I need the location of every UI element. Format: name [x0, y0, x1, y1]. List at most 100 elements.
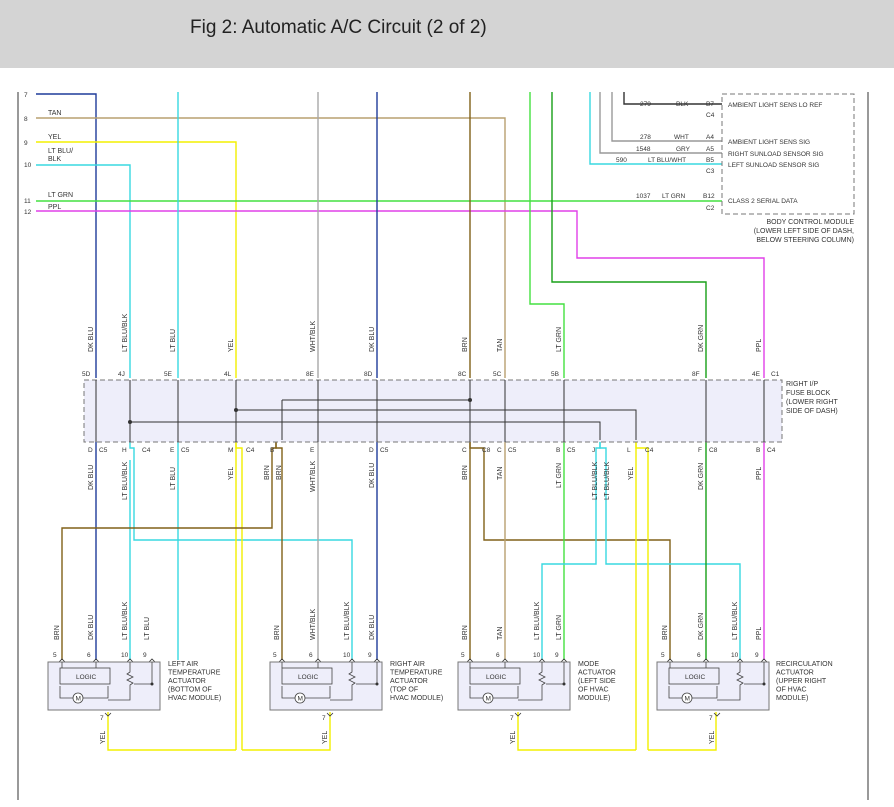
wire-label: LT BLU/: [48, 148, 73, 155]
wire-label: LT BLU: [170, 329, 177, 352]
connector-label: C5: [99, 447, 108, 454]
bcm-pin: A4: [706, 134, 714, 141]
wire-label: PPL: [48, 204, 61, 211]
pin-label: 4L: [224, 371, 232, 378]
wire-label: LT BLU: [170, 467, 177, 490]
actuator-pin: 5: [273, 652, 277, 659]
actuator-pin: 6: [87, 652, 91, 659]
pin-label: B: [270, 447, 274, 454]
wire-bcm-gry: [599, 92, 722, 154]
connector-label: C5: [380, 447, 389, 454]
wire-bcm-lt-blu-wht: [589, 92, 722, 165]
actuator-wire-label: YEL: [322, 731, 329, 744]
wire-label: LT GRN: [556, 327, 563, 352]
actuator-pin: 6: [697, 652, 701, 659]
bcm-pin: A5: [706, 146, 714, 153]
connector-label: C4: [142, 447, 151, 454]
actuator-pin: 9: [368, 652, 372, 659]
connector-label: C5: [508, 447, 517, 454]
bcm-circuit: 278: [640, 134, 651, 141]
connector-label: C1: [771, 371, 780, 378]
pin-label: 8C: [458, 371, 467, 378]
potentiometer: [717, 662, 744, 701]
actuator-pin: 5: [661, 652, 665, 659]
bcm-box: [721, 93, 855, 215]
potentiometer: [518, 662, 546, 701]
bcm-pin-label: CLASS 2 SERIAL DATA: [728, 198, 798, 205]
potentiometer: [108, 662, 134, 701]
actuator-caption: ACTUATOR: [390, 678, 428, 685]
actuator-caption: TEMPERATURE: [390, 670, 443, 677]
bcm-wire-color: WHT: [674, 134, 689, 141]
wire-label: BLK: [48, 156, 62, 163]
splice-dot: [562, 682, 566, 686]
wire-bcm-blk: [623, 92, 722, 105]
wire-label: LT GRN: [556, 463, 563, 488]
pin-label: 5C: [493, 371, 502, 378]
motor-wiring: [469, 686, 519, 699]
actuator-pin: 10: [121, 652, 129, 659]
bcm-pin-label: RIGHT SUNLOAD SENSOR SIG: [728, 151, 824, 158]
actuator-caption: ACTUATOR: [168, 678, 206, 685]
row-number: 7: [24, 92, 28, 99]
wire-lt-blu-blk-top: [36, 164, 131, 378]
bcm-circuit: 590: [616, 157, 627, 164]
wire-yel-link-1: [107, 712, 236, 751]
actuator-wire-label: PPL: [756, 627, 763, 640]
pin-chevron: [314, 658, 322, 663]
pin-label: H: [122, 447, 127, 454]
actuator-wire-label: LT BLU/BLK: [122, 601, 129, 640]
actuator-pin: 7: [100, 715, 104, 722]
row-number: 12: [24, 209, 32, 216]
wire-label: DK BLU: [88, 327, 95, 352]
wire-label: YEL: [48, 134, 61, 141]
actuator-wire-label: DK BLU: [369, 615, 376, 640]
pin-label: E: [310, 447, 315, 454]
splice-dot: [762, 682, 766, 686]
motor-wiring: [281, 686, 331, 699]
pin-label: C: [497, 447, 502, 454]
bottom-wire-labels: DK BLU LT BLU/BLK LT BLU YEL BRN BRN WHT…: [88, 461, 763, 500]
bcm-wire-color: LT GRN: [662, 193, 686, 200]
bcm-pin: C4: [706, 112, 715, 119]
wire-label: LT GRN: [48, 192, 73, 199]
pin-label: B: [556, 447, 560, 454]
actuator-caption: MODULE): [776, 695, 808, 702]
bcm-caption: (LOWER LEFT SIDE OF DASH,: [754, 228, 854, 235]
logic-wiring: [469, 662, 506, 668]
pin-label: 5B: [551, 371, 559, 378]
actuator-caption: MODE: [578, 661, 599, 668]
fuse-block-caption: FUSE BLOCK: [786, 390, 831, 397]
actuator-wire-label: LT GRN: [556, 615, 563, 640]
pin-chevron: [501, 658, 509, 663]
pin-chevron: [348, 658, 356, 663]
row-number: 10: [24, 162, 32, 169]
body-control-module: 279 BLK B7 AMBIENT LIGHT SENS LO REF C4 …: [616, 93, 855, 244]
wire-label: TAN: [48, 110, 61, 117]
pin-chevron: [538, 658, 546, 663]
actuator-caption: (LEFT SIDE: [578, 678, 616, 685]
actuator-caption: OF HVAC: [578, 687, 609, 694]
wire-label: LT BLU/BLK: [604, 461, 611, 500]
wire-label: YEL: [228, 339, 235, 352]
wire-yel-link-2: [242, 712, 331, 751]
fuse-block-caption: SIDE OF DASH): [786, 408, 838, 415]
pin-label: 8E: [306, 371, 315, 378]
bus-3: [130, 421, 601, 440]
logic-wiring: [61, 662, 97, 668]
wiring-diagram: 7 8 9 10 11 12 TAN YEL LT BLU/ BLK LT GR…: [17, 92, 869, 800]
actuator-caption: (TOP OF: [390, 687, 418, 694]
bus-2: [236, 409, 637, 440]
figure-title: Fig 2: Automatic A/C Circuit (2 of 2): [190, 17, 487, 38]
wire-label: LT BLU/BLK: [122, 313, 129, 352]
bcm-wire-color: GRY: [676, 146, 691, 153]
wire-label: YEL: [228, 467, 235, 480]
pin-label: L: [627, 447, 631, 454]
wire-dk-grn-top: [551, 92, 707, 378]
wire-lt-blu-blk-h: [129, 440, 353, 660]
wire-yel-down-2: [235, 440, 243, 750]
actuator-wire-label: LT BLU/BLK: [534, 601, 541, 640]
